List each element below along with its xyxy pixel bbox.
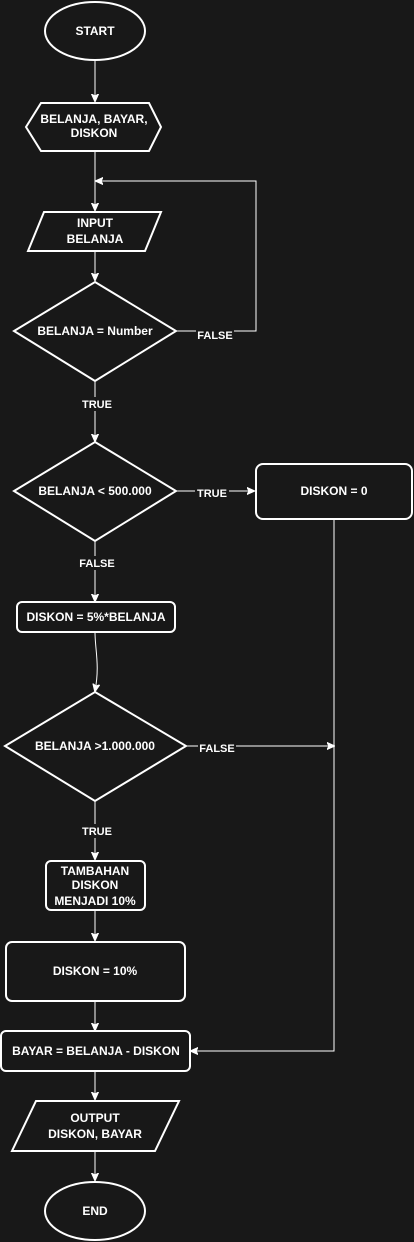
node-tambahan-line3: MENJADI 10% xyxy=(54,894,136,908)
label-check500-false: FALSE xyxy=(79,558,114,570)
node-diskon-10pct: DISKON = 10% xyxy=(5,941,186,1002)
label-check500-true: TRUE xyxy=(197,488,227,500)
node-check-number-label: BELANJA = Number xyxy=(37,324,153,338)
node-start: START xyxy=(44,1,146,61)
node-end-label: END xyxy=(82,1204,108,1218)
node-tambahan: TAMBAHAN DISKON MENJADI 10% xyxy=(45,860,146,911)
node-diskon-zero: DISKON = 0 xyxy=(255,463,413,520)
node-input-belanja-line2: BELANJA xyxy=(67,232,124,246)
edge-labels: FALSE TRUE TRUE FALSE FALSE TRUE xyxy=(78,328,236,838)
node-check-500k: BELANJA < 500.000 xyxy=(12,440,178,543)
node-end: END xyxy=(44,1181,146,1241)
node-diskon-5pct-label: DISKON = 5%*BELANJA xyxy=(26,610,165,624)
node-tambahan-line2: DISKON xyxy=(72,878,119,892)
node-output-line1: OUTPUT xyxy=(70,1111,120,1125)
node-input-vars-line2: DISKON xyxy=(71,126,118,140)
node-input-vars: BELANJA, BAYAR, DISKON xyxy=(24,102,163,152)
edge-diskon5-to-check1m xyxy=(95,631,97,691)
node-check-1m: BELANJA >1.000.000 xyxy=(3,690,188,803)
label-number-false: FALSE xyxy=(197,330,232,342)
node-check-1m-label: BELANJA >1.000.000 xyxy=(35,739,155,753)
edge-diskon0-down xyxy=(191,520,335,1051)
node-tambahan-line1: TAMBAHAN xyxy=(61,864,129,878)
node-check-number: BELANJA = Number xyxy=(12,280,178,383)
node-input-vars-line1: BELANJA, BAYAR, xyxy=(40,112,147,126)
node-check-500k-label: BELANJA < 500.000 xyxy=(38,484,152,498)
label-check1m-false: FALSE xyxy=(199,743,234,755)
label-check1m-true: TRUE xyxy=(82,826,112,838)
node-start-label: START xyxy=(75,24,115,38)
node-bayar-label: BAYAR = BELANJA - DISKON xyxy=(12,1044,180,1058)
node-input-belanja-line1: INPUT xyxy=(77,216,114,230)
node-bayar: BAYAR = BELANJA - DISKON xyxy=(0,1030,191,1072)
node-output-line2: DISKON, BAYAR xyxy=(48,1127,142,1141)
node-diskon-10pct-label: DISKON = 10% xyxy=(53,964,138,978)
node-input-belanja: INPUT BELANJA xyxy=(26,211,163,252)
node-diskon-5pct: DISKON = 5%*BELANJA xyxy=(16,601,176,633)
node-output: OUTPUT DISKON, BAYAR xyxy=(10,1100,181,1152)
node-diskon-zero-label: DISKON = 0 xyxy=(300,484,367,498)
label-number-true: TRUE xyxy=(82,399,112,411)
